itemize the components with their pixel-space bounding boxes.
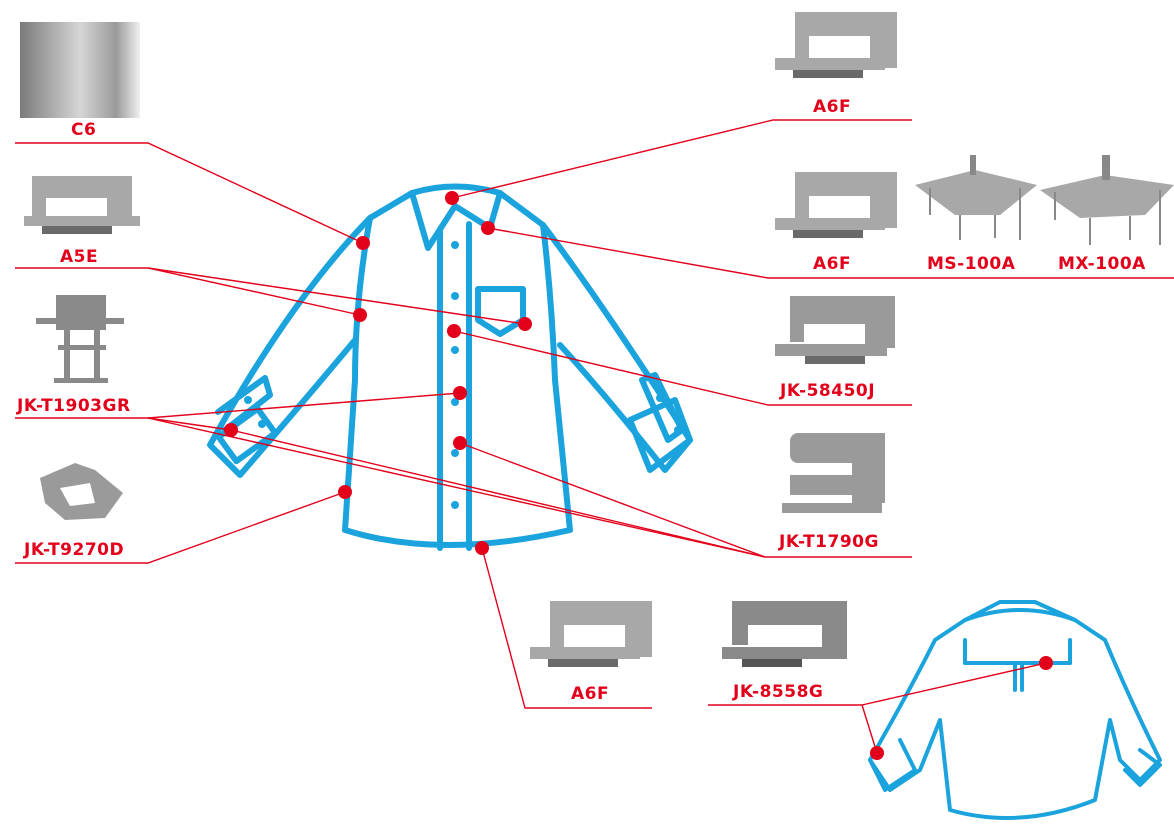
label-jk-t9270d: JK-T9270D	[24, 540, 124, 560]
buttonhole-machine-icon	[782, 425, 890, 517]
label-jk-58450j: JK-58450J	[780, 381, 875, 401]
sewing-machine-icon	[775, 168, 897, 248]
label-mx-100a: MX-100A	[1058, 254, 1146, 274]
label-ms-100a: MS-100A	[927, 254, 1015, 274]
machine-closeup-icon	[20, 22, 140, 118]
twin-needle-machine-icon	[722, 597, 852, 675]
label-jk-t1903gr: JK-T1903GR	[17, 396, 131, 416]
label-c6: C6	[71, 120, 96, 140]
label-a5e: A5E	[60, 247, 98, 267]
stand-machine-icon	[36, 290, 124, 386]
table-machine-icon	[915, 150, 1037, 245]
sewing-machine-icon	[775, 8, 897, 88]
label-jk-8558g: JK-8558G	[733, 682, 823, 702]
label-a6f-top: A6F	[813, 97, 851, 117]
sewing-machine-icon	[22, 168, 140, 246]
arm-machine-icon	[35, 458, 125, 526]
table-machine-icon	[1040, 150, 1174, 250]
sewing-machine-icon	[530, 597, 655, 677]
label-a6f-mid: A6F	[813, 254, 851, 274]
label-a6f-bottom: A6F	[571, 684, 609, 704]
sewing-machine-icon	[775, 292, 897, 372]
label-jk-t1790g: JK-T1790G	[779, 532, 879, 552]
